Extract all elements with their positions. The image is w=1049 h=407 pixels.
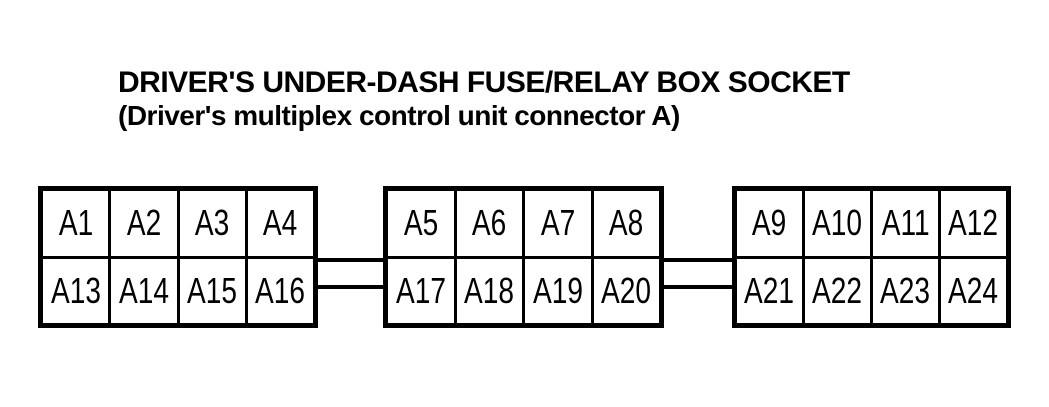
pin-label: A16 [255,269,306,311]
pin-cell-a3: A3 [179,191,245,256]
pin-cell-a18: A18 [456,258,522,323]
pin-cell-a4: A4 [247,191,313,256]
pin-block-2: A5 A6 A7 A8 A17 A18 A19 A20 [383,186,664,328]
pin-cell-a9: A9 [737,191,802,256]
pin-cell-a13: A13 [43,258,109,323]
pin-label: A20 [601,269,652,311]
pin-label: A5 [403,202,438,244]
pin-label: A10 [812,202,863,244]
page-title: DRIVER'S UNDER-DASH FUSE/RELAY BOX SOCKE… [118,66,850,99]
pin-cell-a24: A24 [941,258,1006,323]
pin-cell-a11: A11 [873,191,938,256]
pin-cell-a21: A21 [737,258,802,323]
pin-cell-a23: A23 [873,258,938,323]
pin-cell-a8: A8 [593,191,659,256]
pin-cell-a7: A7 [525,191,591,256]
pin-label: A19 [532,269,583,311]
pin-label: A6 [472,202,507,244]
pin-label: A1 [58,202,93,244]
pin-cell-a19: A19 [525,258,591,323]
pin-cell-a12: A12 [941,191,1006,256]
pin-block-1: A1 A2 A3 A4 A13 A14 A15 A16 [38,186,318,328]
pin-cell-a20: A20 [593,258,659,323]
pin-cell-a1: A1 [43,191,109,256]
pin-label: A12 [948,202,999,244]
pin-label: A22 [812,269,863,311]
pin-cell-a6: A6 [456,191,522,256]
pin-label: A11 [881,202,930,244]
page-subtitle: (Driver's multiplex control unit connect… [118,100,680,131]
pin-label: A24 [948,269,999,311]
pin-cell-a22: A22 [805,258,870,323]
pin-cell-a16: A16 [247,258,313,323]
pin-cell-a2: A2 [111,191,177,256]
pin-label: A7 [540,202,575,244]
pin-cell-a17: A17 [388,258,454,323]
pin-label: A17 [395,269,446,311]
pin-label: A8 [609,202,644,244]
pin-cell-a14: A14 [111,258,177,323]
pin-cell-a5: A5 [388,191,454,256]
pin-block-3: A9 A10 A11 A12 A21 A22 A23 A24 [732,186,1011,328]
pin-label: A4 [263,202,298,244]
pin-cell-a10: A10 [805,191,870,256]
pin-label: A23 [880,269,931,311]
connector-bridge-right [660,258,736,289]
pin-cell-a15: A15 [179,258,245,323]
heading: DRIVER'S UNDER-DASH FUSE/RELAY BOX SOCKE… [118,66,850,132]
pin-label: A14 [118,269,169,311]
pin-label: A15 [187,269,238,311]
pin-label: A21 [744,269,795,311]
pin-label: A13 [50,269,101,311]
pin-label: A18 [464,269,515,311]
connector-bridge-left [314,258,387,289]
pin-label: A9 [752,202,787,244]
pin-label: A3 [194,202,230,244]
pin-label: A2 [126,202,162,244]
